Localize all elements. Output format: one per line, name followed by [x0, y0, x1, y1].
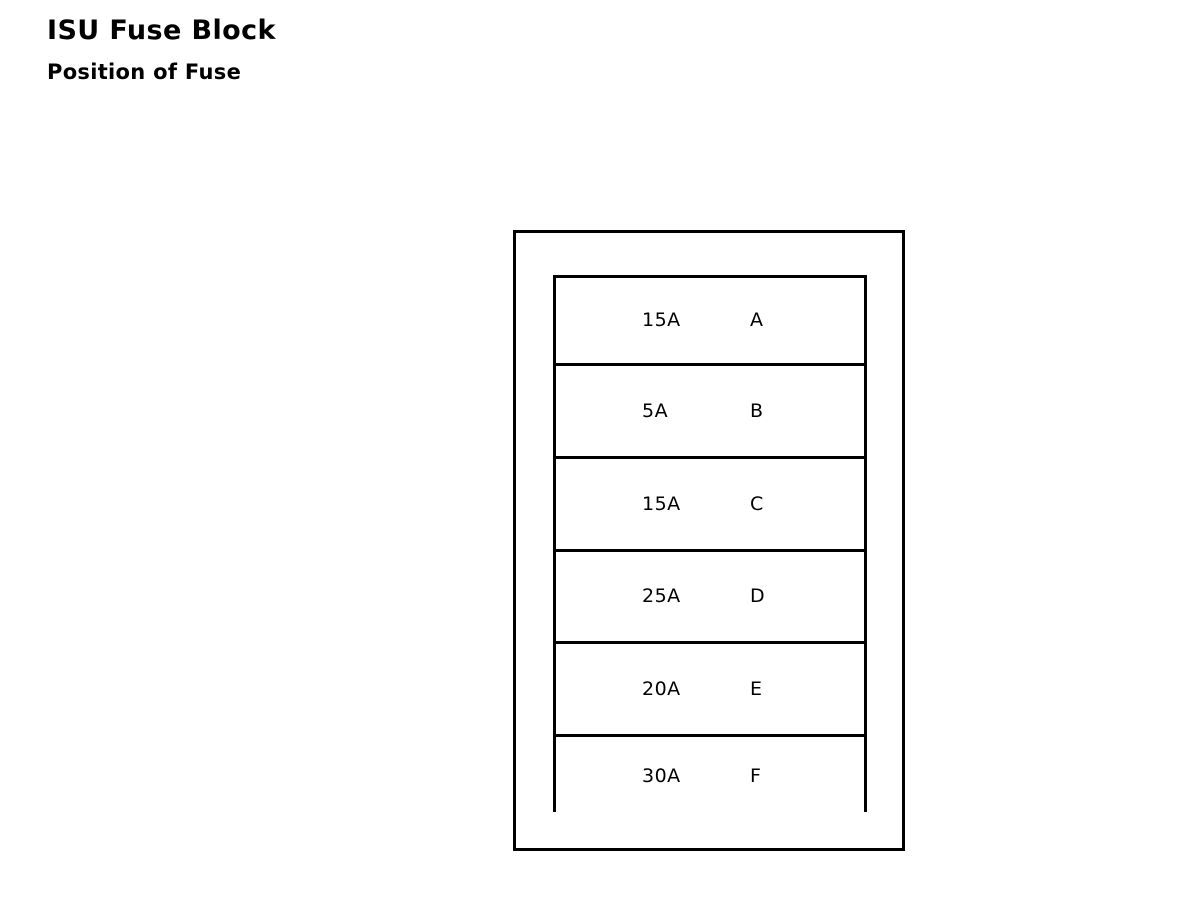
fuse-row: 5A B: [556, 366, 864, 459]
fuse-rating-label: 30A: [642, 764, 681, 787]
fuse-position-label: B: [750, 399, 764, 422]
fuse-rating-label: 25A: [642, 585, 681, 607]
fuse-rating-label: 5A: [642, 399, 669, 422]
fuse-row: 15A A: [556, 278, 864, 366]
fuse-rating-label: 15A: [642, 492, 681, 515]
heading-block: ISU Fuse Block Position of Fuse: [47, 14, 647, 87]
fuse-position-label: E: [750, 677, 763, 700]
fuse-row: 30A F: [556, 737, 864, 815]
fuse-rating-label: 15A: [642, 309, 681, 331]
fuse-position-label: D: [750, 585, 766, 607]
fuse-position-panel: 15A A 5A B 15A C 25A D 20A E 30A F: [553, 275, 867, 815]
page-subtitle: Position of Fuse: [47, 60, 242, 84]
fuse-position-label: F: [750, 764, 762, 787]
fuse-block-diagram: 15A A 5A B 15A C 25A D 20A E 30A F: [513, 230, 905, 851]
fuse-row: 20A E: [556, 644, 864, 737]
fuse-row: 25A D: [556, 552, 864, 644]
fuse-position-label: A: [750, 309, 764, 331]
fuse-rating-label: 20A: [642, 677, 681, 700]
fuse-position-label: C: [750, 492, 764, 515]
fuse-row: 15A C: [556, 459, 864, 552]
page-title: ISU Fuse Block: [47, 15, 276, 46]
